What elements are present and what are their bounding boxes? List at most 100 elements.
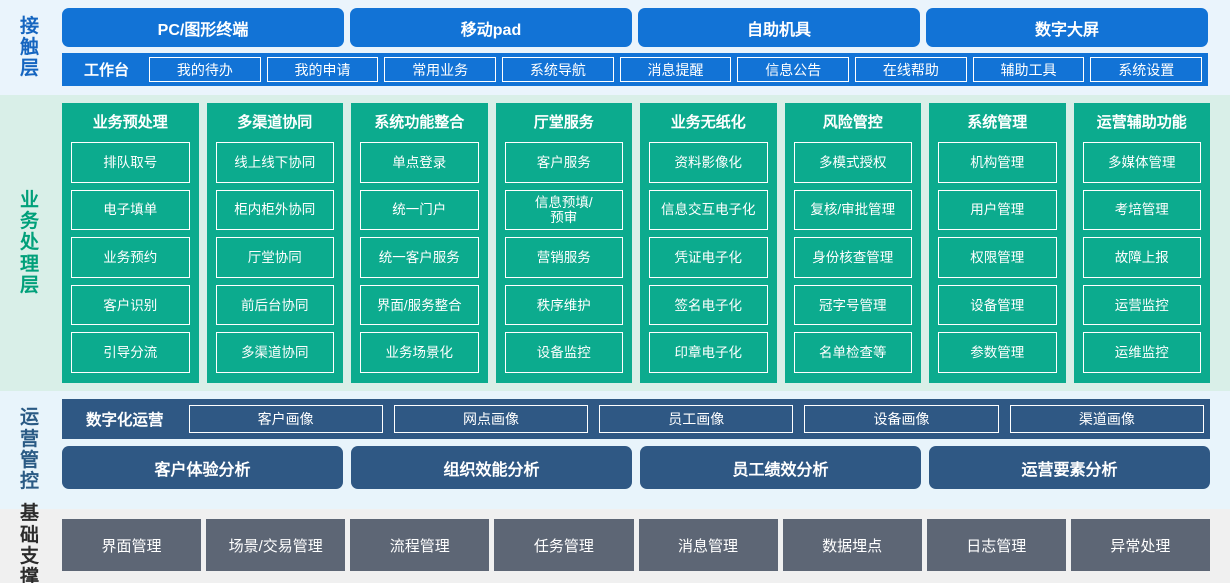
- workbench-item-system-navigation[interactable]: 系统导航: [502, 57, 614, 82]
- business-item[interactable]: 线上线下协同: [215, 142, 334, 183]
- analysis-row: 客户体验分析 组织效能分析 员工绩效分析 运营要素分析: [62, 446, 1210, 489]
- portrait-item-customer[interactable]: 客户画像: [188, 405, 383, 433]
- workbench-item-message-reminder[interactable]: 消息提醒: [619, 57, 732, 82]
- business-column-title: 风险管控: [822, 114, 883, 131]
- workbench-item-aux-tools[interactable]: 辅助工具: [972, 57, 1085, 82]
- business-item[interactable]: 复核/审批管理: [793, 189, 912, 231]
- portrait-item-channel[interactable]: 渠道画像: [1009, 405, 1204, 433]
- business-item[interactable]: 柜内柜外协同: [215, 189, 334, 231]
- business-column-preprocessing: 业务预处理 排队取号 电子填单 业务预约 客户识别 引导分流: [62, 103, 199, 383]
- business-item[interactable]: 界面/服务整合: [360, 284, 479, 326]
- operations-layer-body: 数字化运营 客户画像 网点画像 员工画像 设备画像 渠道画像 客户体验分析 组织…: [60, 391, 1230, 509]
- access-layer-body: PC/图形终端 移动pad 自助机具 数字大屏 工作台 我的待办 我的申请 常用…: [60, 0, 1230, 95]
- base-item-ui-management[interactable]: 界面管理: [62, 519, 202, 571]
- business-column-operation-support: 运营辅助功能 多媒体管理 考培管理 故障上报 运营监控 运维监控: [1073, 103, 1210, 383]
- business-column-system-management: 系统管理 机构管理 用户管理 权限管理 设备管理 参数管理: [929, 103, 1066, 383]
- business-item[interactable]: 名单检查等: [793, 332, 912, 373]
- business-layer-band: 业务处理层 业务预处理 排队取号 电子填单 业务预约 客户识别 引导分流 多渠道…: [0, 95, 1230, 391]
- business-column-title: 多渠道协同: [237, 114, 313, 131]
- business-item[interactable]: 设备监控: [504, 332, 623, 373]
- base-layer-body: 界面管理 场景/交易管理 流程管理 任务管理 消息管理 数据埋点 日志管理 异常…: [60, 509, 1230, 583]
- business-column-title: 厅堂服务: [533, 114, 594, 131]
- business-item[interactable]: 故障上报: [1082, 237, 1201, 278]
- business-item[interactable]: 凭证电子化: [649, 237, 768, 278]
- channel-button-mobile-pad[interactable]: 移动pad: [350, 8, 632, 47]
- business-item[interactable]: 设备管理: [938, 284, 1057, 326]
- base-item-exception-handling[interactable]: 异常处理: [1070, 519, 1210, 571]
- workbench-item-announcement[interactable]: 信息公告: [737, 57, 850, 82]
- business-column-multichannel: 多渠道协同 线上线下协同 柜内柜外协同 厅堂协同 前后台协同 多渠道协同: [206, 103, 343, 383]
- business-layer-label: 业务处理层: [0, 95, 60, 391]
- business-item[interactable]: 客户识别: [71, 284, 190, 326]
- business-item[interactable]: 参数管理: [938, 332, 1057, 373]
- business-item[interactable]: 统一门户: [360, 189, 479, 231]
- workbench-item-system-settings[interactable]: 系统设置: [1090, 57, 1203, 82]
- business-item[interactable]: 电子填单: [71, 189, 190, 231]
- business-item[interactable]: 客户服务: [504, 142, 623, 183]
- analysis-item-org-efficiency[interactable]: 组织效能分析: [351, 446, 632, 489]
- business-item[interactable]: 签名电子化: [649, 284, 768, 326]
- base-item-process-management[interactable]: 流程管理: [350, 519, 490, 571]
- base-layer-label: 基础支撑: [0, 503, 60, 583]
- workbench-item-my-todo[interactable]: 我的待办: [149, 57, 261, 82]
- channel-button-pc[interactable]: PC/图形终端: [62, 8, 344, 47]
- channel-button-digital-screen[interactable]: 数字大屏: [926, 8, 1208, 47]
- business-item[interactable]: 考培管理: [1082, 189, 1201, 231]
- analysis-item-operation-factor[interactable]: 运营要素分析: [929, 446, 1210, 489]
- business-item[interactable]: 冠字号管理: [793, 284, 912, 326]
- analysis-item-employee-performance[interactable]: 员工绩效分析: [640, 446, 921, 489]
- business-item[interactable]: 权限管理: [938, 237, 1057, 278]
- base-item-log-management[interactable]: 日志管理: [926, 519, 1066, 571]
- business-item[interactable]: 单点登录: [360, 142, 479, 183]
- business-item[interactable]: 资料影像化: [649, 142, 768, 183]
- workbench-item-common-business[interactable]: 常用业务: [384, 57, 497, 82]
- business-item[interactable]: 营销服务: [504, 237, 623, 278]
- business-item[interactable]: 厅堂协同: [215, 237, 334, 278]
- channel-button-self-service[interactable]: 自助机具: [638, 8, 920, 47]
- business-column-risk-control: 风险管控 多模式授权 复核/审批管理 身份核查管理 冠字号管理 名单检查等: [784, 103, 921, 383]
- base-item-task-management[interactable]: 任务管理: [494, 519, 634, 571]
- workbench-row: 工作台 我的待办 我的申请 常用业务 系统导航 消息提醒 信息公告 在线帮助 辅…: [62, 53, 1208, 86]
- business-item[interactable]: 运维监控: [1082, 332, 1201, 373]
- access-layer-band: 接触层 PC/图形终端 移动pad 自助机具 数字大屏 工作台 我的待办 我的申…: [0, 0, 1230, 95]
- business-column-title: 业务预处理: [92, 114, 168, 131]
- access-layer-label-text: 接触层: [19, 15, 40, 80]
- business-column-paperless: 业务无纸化 资料影像化 信息交互电子化 凭证电子化 签名电子化 印章电子化: [640, 103, 777, 383]
- access-layer-label: 接触层: [0, 0, 60, 95]
- business-item[interactable]: 运营监控: [1082, 284, 1201, 326]
- business-layer-body: 业务预处理 排队取号 电子填单 业务预约 客户识别 引导分流 多渠道协同 线上线…: [60, 95, 1230, 391]
- business-item[interactable]: 排队取号: [71, 142, 190, 183]
- business-item[interactable]: 身份核查管理: [793, 237, 912, 278]
- workbench-item-online-help[interactable]: 在线帮助: [855, 57, 967, 82]
- portrait-item-employee[interactable]: 员工画像: [599, 405, 794, 433]
- workbench-item-my-application[interactable]: 我的申请: [266, 57, 379, 82]
- business-item[interactable]: 秩序维护: [504, 284, 623, 326]
- business-item[interactable]: 信息交互电子化: [649, 189, 768, 231]
- base-layer-label-text: 基础支撑: [19, 503, 40, 583]
- business-item[interactable]: 机构管理: [938, 142, 1057, 183]
- business-item[interactable]: 多媒体管理: [1082, 142, 1201, 183]
- base-item-data-tracking[interactable]: 数据埋点: [782, 519, 922, 571]
- business-item[interactable]: 业务场景化: [360, 332, 479, 373]
- business-column-title: 系统功能整合: [374, 114, 465, 131]
- workbench-title: 工作台: [84, 62, 130, 79]
- digital-operation-title: 数字化运营: [86, 412, 164, 429]
- business-item[interactable]: 多渠道协同: [215, 332, 334, 373]
- business-item[interactable]: 用户管理: [938, 189, 1057, 231]
- business-item[interactable]: 信息预填/ 预审: [504, 189, 623, 231]
- business-item[interactable]: 多模式授权: [793, 142, 912, 183]
- business-item[interactable]: 前后台协同: [215, 284, 334, 326]
- business-item[interactable]: 统一客户服务: [360, 237, 479, 278]
- base-item-message-management[interactable]: 消息管理: [638, 519, 778, 571]
- business-item[interactable]: 引导分流: [71, 332, 190, 373]
- portrait-item-branch[interactable]: 网点画像: [393, 405, 589, 433]
- portrait-item-device[interactable]: 设备画像: [804, 405, 999, 433]
- business-item[interactable]: 印章电子化: [649, 332, 768, 373]
- analysis-item-customer-experience[interactable]: 客户体验分析: [62, 446, 343, 489]
- business-layer-label-text: 业务处理层: [19, 189, 40, 296]
- business-item[interactable]: 业务预约: [71, 237, 190, 278]
- business-column-title: 运营辅助功能: [1096, 114, 1187, 131]
- channel-row: PC/图形终端 移动pad 自助机具 数字大屏: [62, 8, 1208, 47]
- base-item-scenario-transaction-management[interactable]: 场景/交易管理: [206, 519, 346, 571]
